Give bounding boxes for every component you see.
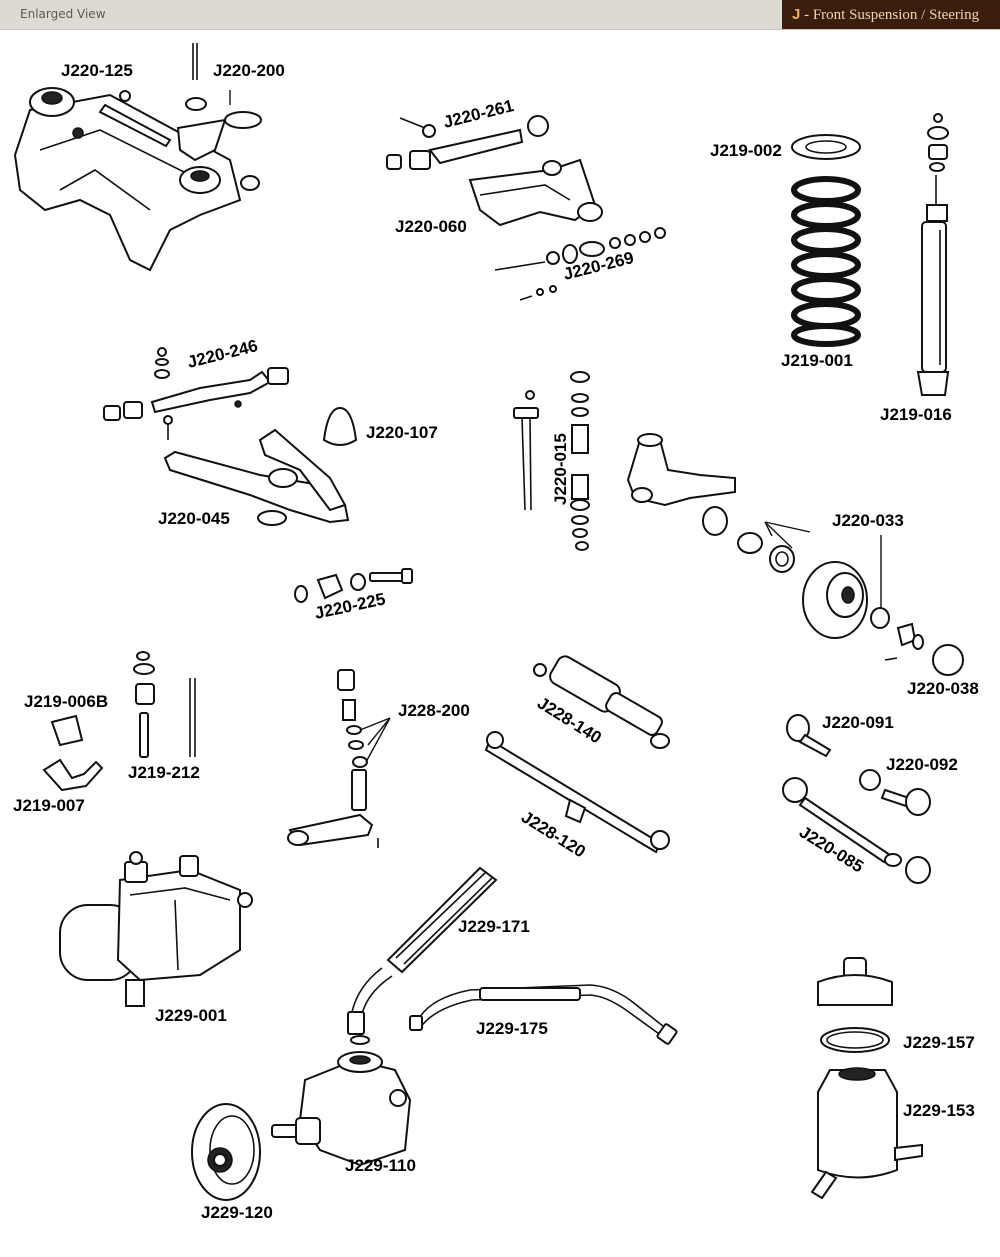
part-label-j220-125: J220-125 [61,61,133,80]
top-bar: Enlarged View J - Front Suspension / Ste… [0,0,1000,30]
part-label-j219-007: J219-007 [13,796,85,815]
part-label-j220-015: J220-015 [551,433,570,505]
part-label-j220-045: J220-045 [158,509,230,528]
part-label-j219-212: J219-212 [128,763,200,782]
steering-box-drawing [59,851,253,1007]
shock-absorber-drawing [916,113,950,396]
tie-rod-drawing [782,714,931,884]
exploded-parts-diagram: J220-125 J220-200 J220-261 J219-002 J220… [13,43,979,1222]
part-label-j220-033: J220-033 [832,511,904,530]
coil-spring-drawing [791,134,861,347]
part-label-j228-200: J228-200 [398,701,470,720]
kingpin-drawing [513,371,590,551]
part-label-j229-153: J229-153 [903,1101,975,1120]
part-label-j229-001: J229-001 [155,1006,227,1025]
part-label-j220-200: J220-200 [213,61,285,80]
part-label-j220-107: J220-107 [366,423,438,442]
part-label-j220-091: J220-091 [822,713,894,732]
part-label-j219-002: J219-002 [710,141,782,160]
upper-arm-drawing [386,115,666,301]
part-label-j220-246: J220-246 [185,336,259,372]
part-label-j220-085: J220-085 [796,822,867,876]
knuckle-hub-drawing [626,433,964,676]
idler-arm-drawing [287,669,391,848]
part-label-j229-120: J229-120 [201,1203,273,1222]
section-title: J - Front Suspension / Steering [782,0,1000,29]
part-label-j220-261: J220-261 [441,96,515,132]
subframe-drawing [13,43,262,272]
pump-pulley-drawing [191,1035,412,1201]
hose-drawing [347,866,678,1045]
part-label-j229-157: J229-157 [903,1033,975,1052]
part-label-j229-171: J229-171 [458,917,530,936]
pivot-bolt-drawing [294,568,413,603]
part-label-j219-016: J219-016 [880,405,952,424]
part-label-j229-175: J229-175 [476,1019,548,1038]
part-label-j220-060: J220-060 [395,217,467,236]
section-name: - Front Suspension / Steering [800,7,980,23]
reservoir-drawing [810,957,923,1200]
part-label-j220-038: J220-038 [907,679,979,698]
damper-link-drawing [484,655,670,854]
lower-arm-drawing [103,347,358,526]
part-label-j220-092: J220-092 [886,755,958,774]
part-label-j219-001: J219-001 [781,351,853,370]
section-letter: J [792,6,801,23]
view-label: Enlarged View [20,7,106,21]
part-label-j229-110: J229-110 [345,1156,416,1175]
stabilizer-mount-drawing [42,651,196,792]
part-label-j219-006b: J219-006B [24,692,108,711]
